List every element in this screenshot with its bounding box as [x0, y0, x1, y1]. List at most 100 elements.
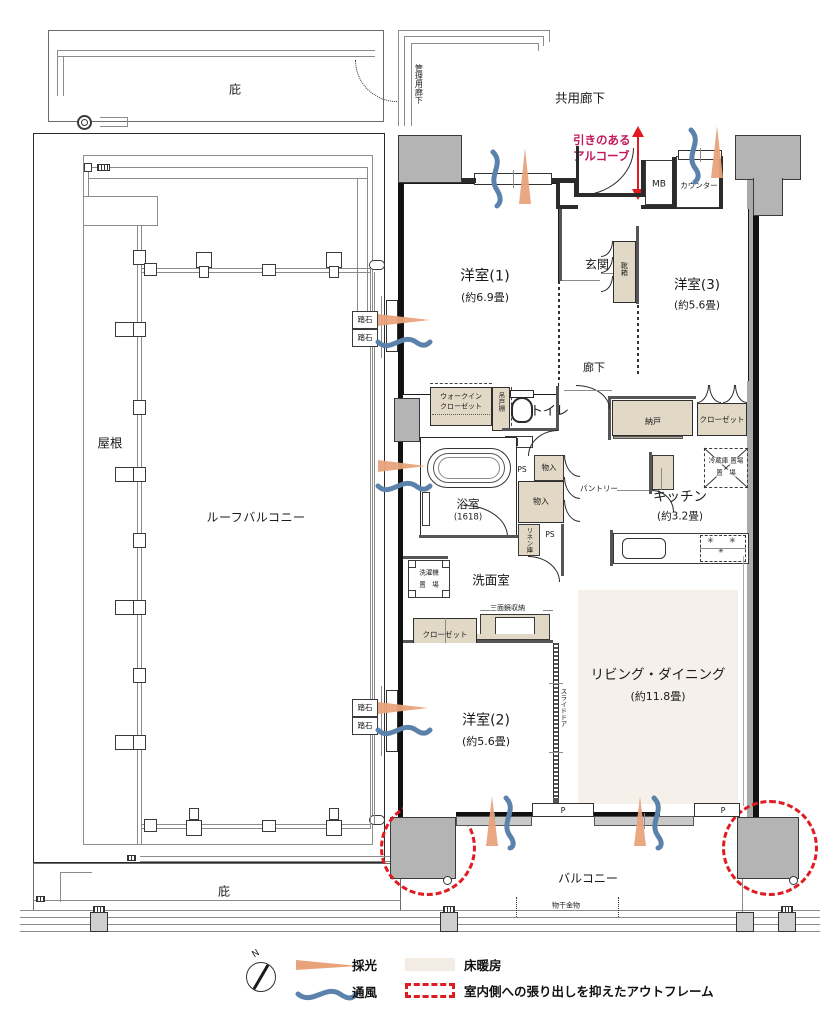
pillar-p1 [532, 803, 594, 817]
label-counter: カウンター [680, 181, 718, 191]
rb-post-t4b [329, 266, 339, 278]
rb-planter-6b [133, 600, 146, 615]
bathtub-inner2 [438, 457, 500, 479]
washroom-wall-top [403, 556, 448, 559]
service-corridor-top1 [398, 30, 550, 31]
top-eaves-inner-line1 [57, 50, 375, 51]
rb-bottom-inner-rail2 [140, 861, 390, 862]
rb-frame-right1 [367, 167, 368, 347]
nando-wall-left [608, 396, 611, 440]
label-washitsu3-closet: クローゼット [699, 415, 745, 425]
top-eaves-inner-line2 [57, 56, 375, 57]
label-pillar-p2: P [720, 805, 726, 815]
rb-post-t3 [262, 264, 276, 276]
rb-frame-left1 [88, 167, 89, 197]
shoe-cabinet [613, 241, 636, 303]
legend-ventilation-icon [295, 988, 359, 1001]
pantry-leader [617, 490, 653, 491]
rb-frame-top2 [88, 178, 368, 179]
rb-planter-3 [133, 400, 146, 415]
rb-planter-4b [133, 467, 146, 482]
label-ld-name: リビング・ダイニング [590, 666, 726, 683]
label-monoire-big: 物入 [533, 496, 549, 506]
service-corridor-right2 [543, 36, 544, 46]
balcony-rail-2 [20, 917, 820, 918]
rb-post-t2b [199, 266, 209, 278]
label-washitsu2-closet: クローゼット [422, 630, 468, 640]
ventilation-arrow-washitsu1-side [375, 336, 433, 349]
entry-door-jamb [576, 146, 579, 196]
daylight-arrow-washitsu1-side [378, 314, 430, 326]
balcony-rail-3 [20, 924, 820, 925]
daylight-arrow-washitsu2-side [378, 702, 428, 714]
column-top-right [735, 135, 801, 180]
laundry-marker-right [618, 897, 619, 917]
shoe-cabinet-hair [601, 273, 613, 274]
room-living-dining [578, 590, 738, 804]
bottom-eaves-line3 [60, 872, 92, 873]
label-bottom-eaves: 庇 [217, 884, 231, 899]
rb-post-t1 [144, 263, 157, 276]
rb-vent-small [127, 855, 136, 861]
washer-corner-tl [408, 560, 416, 568]
slide-door-tick1 [549, 683, 563, 684]
rb-faucet-top [369, 260, 385, 270]
monoire-big [518, 481, 564, 523]
service-corridor-line3 [411, 43, 412, 126]
ventilation-arrow-washitsu1-top [490, 149, 503, 209]
fumiishi-box-2 [352, 329, 378, 347]
label-fumiishi-4: 踏石 [357, 721, 373, 731]
rb-left-step-h [83, 196, 158, 197]
label-service-corridor: 管理用廊下 [414, 64, 424, 104]
label-vanity: 三面鏡収納 [490, 604, 525, 612]
wall-left-exterior [398, 178, 403, 817]
label-fumiishi-3: 踏石 [357, 703, 373, 713]
legend-floorheating-swatch [405, 958, 455, 971]
balcony-post-4-cap [781, 906, 793, 913]
rb-rail-h2 [141, 272, 371, 273]
daylight-arrow-bath-side [378, 460, 426, 472]
label-fumiishi-1: 踏石 [357, 315, 373, 325]
mb-wall-bottom [641, 205, 677, 209]
tsuridana-cabinet [492, 387, 510, 431]
rb-frame-top1 [88, 167, 368, 168]
outframe-highlight-right[interactable] [722, 800, 818, 896]
daylight-arrow-washitsu2-balcony [486, 796, 498, 846]
nando-wall-top [608, 396, 696, 399]
wic-top-dash [430, 383, 492, 384]
room-washitsu3 [639, 209, 749, 381]
walk-in-closet [430, 387, 492, 426]
rb-left-step-v [157, 196, 158, 225]
service-corridor-right3 [538, 43, 539, 51]
balcony-post-2-cap [443, 906, 455, 913]
alcove-wall-left [574, 181, 578, 197]
label-washer-line2: 置 場 [419, 580, 439, 589]
fridge-space [704, 448, 748, 488]
label-corridor: 廊下 [583, 361, 605, 375]
alcove-note-line1: 引きのある [573, 133, 631, 147]
rb-planter-7 [133, 668, 146, 683]
label-kitchen-name: キッチン [653, 488, 707, 505]
roof-hatch-stub2 [100, 126, 128, 127]
legend-outframe-swatch[interactable] [405, 983, 455, 998]
washitsu1-window-mullion [513, 170, 514, 188]
rb-rail-hb1 [141, 824, 371, 825]
washer-corner-br [442, 590, 450, 598]
rb-planter-1 [133, 250, 146, 265]
label-ld-size: (約11.8畳) [630, 690, 686, 704]
column-mid-left [394, 398, 420, 442]
label-linen: リネン庫 [524, 527, 533, 553]
washitsu1-sill-line [381, 296, 382, 358]
legend-ventilation-label: 通風 [352, 985, 378, 1000]
balcony-drop-post [742, 879, 743, 917]
legend-daylight-icon [296, 960, 358, 970]
label-balcony: バルコニー [558, 871, 618, 886]
ps-wall-v [561, 524, 564, 576]
service-corridor-top2 [404, 36, 544, 37]
bath-wall-bottom [419, 535, 518, 538]
alcove-wall-bottom [574, 193, 644, 197]
compass-north-label: N [250, 948, 262, 961]
label-pantry: パントリー [580, 484, 618, 493]
balcony-post-2 [440, 912, 458, 932]
balcony-rail-4 [20, 931, 820, 932]
